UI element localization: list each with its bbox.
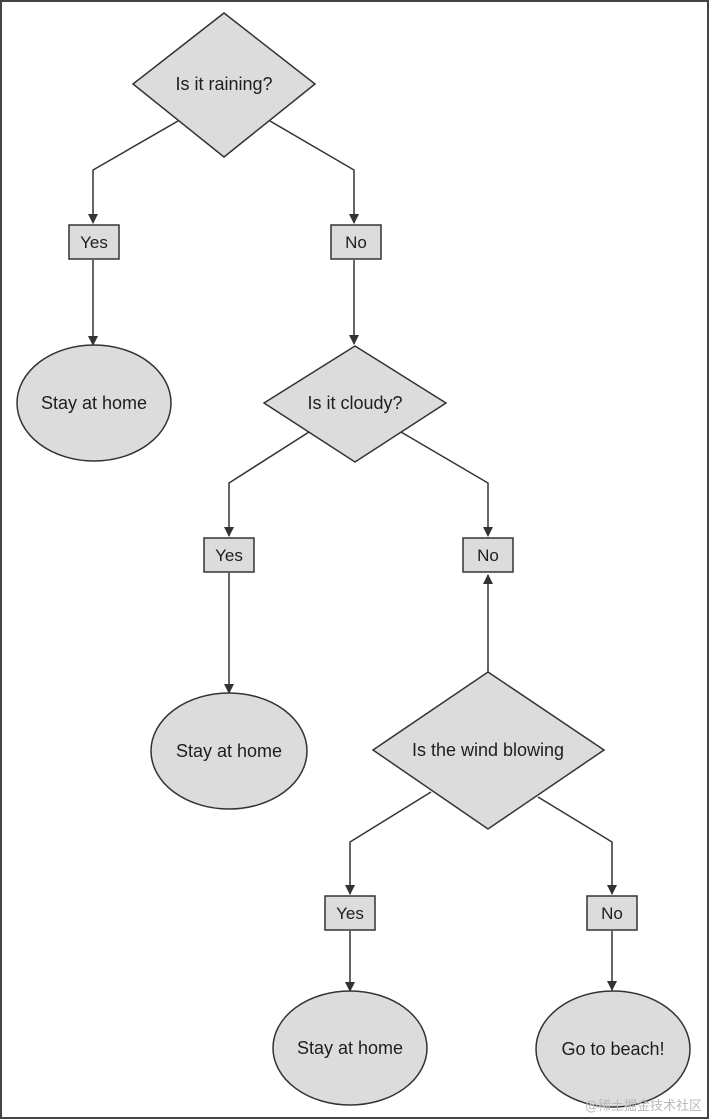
- watermark-text: @稀土掘金技术社区: [585, 1098, 702, 1114]
- connector-q3-no: [537, 796, 617, 895]
- branch-box-q3-no: No: [586, 895, 638, 931]
- outcome-ellipse: [16, 344, 172, 462]
- branch-box-q2-yes: Yes: [203, 537, 255, 573]
- decision-diamond: [262, 345, 448, 463]
- connector-q2-no: [400, 431, 493, 537]
- branch-label: Yes: [215, 546, 243, 565]
- branch-label: No: [345, 233, 367, 252]
- outcome-ellipse: [535, 990, 691, 1108]
- outcome-stay-home-3: Stay at home: [272, 990, 428, 1106]
- outcome-label: Go to beach!: [561, 1039, 664, 1059]
- outcome-ellipse: [272, 990, 428, 1106]
- outcome-label: Stay at home: [41, 393, 147, 413]
- decision-node-cloudy: Is it cloudy?: [262, 345, 448, 463]
- decision-label: Is the wind blowing: [412, 740, 564, 760]
- decision-label: Is it cloudy?: [307, 393, 402, 413]
- decision-node-raining: Is it raining?: [131, 12, 317, 158]
- branch-label: No: [477, 546, 499, 565]
- branch-box-q2-no: No: [462, 537, 514, 573]
- branch-label: Yes: [336, 904, 364, 923]
- branch-box-q3-yes: Yes: [324, 895, 376, 931]
- branch-label: No: [601, 904, 623, 923]
- outcome-label: Stay at home: [297, 1038, 403, 1058]
- branch-box: [324, 895, 376, 931]
- branch-box: [462, 537, 514, 573]
- outcome-stay-home-2: Stay at home: [150, 692, 308, 810]
- outcome-stay-home-1: Stay at home: [16, 344, 172, 462]
- decision-diamond: [371, 671, 606, 830]
- connector-q1-yes: [88, 120, 179, 224]
- outcome-label: Stay at home: [176, 741, 282, 761]
- branch-box-q1-yes: Yes: [68, 224, 120, 260]
- connector-q3-yes: [345, 791, 432, 895]
- branch-box: [330, 224, 382, 260]
- branch-box: [586, 895, 638, 931]
- outcome-go-to-beach: Go to beach!: [535, 990, 691, 1108]
- branch-label: Yes: [80, 233, 108, 252]
- decision-diamond: [131, 12, 317, 158]
- outcome-ellipse: [150, 692, 308, 810]
- branch-box-q1-no: No: [330, 224, 382, 260]
- branch-box: [203, 537, 255, 573]
- connectors: [88, 120, 617, 992]
- branch-box: [68, 224, 120, 260]
- connector-q1-no: [269, 120, 359, 224]
- decision-node-wind: Is the wind blowing: [371, 671, 606, 830]
- connector-q2-yes: [224, 431, 310, 537]
- decision-label: Is it raining?: [175, 74, 272, 94]
